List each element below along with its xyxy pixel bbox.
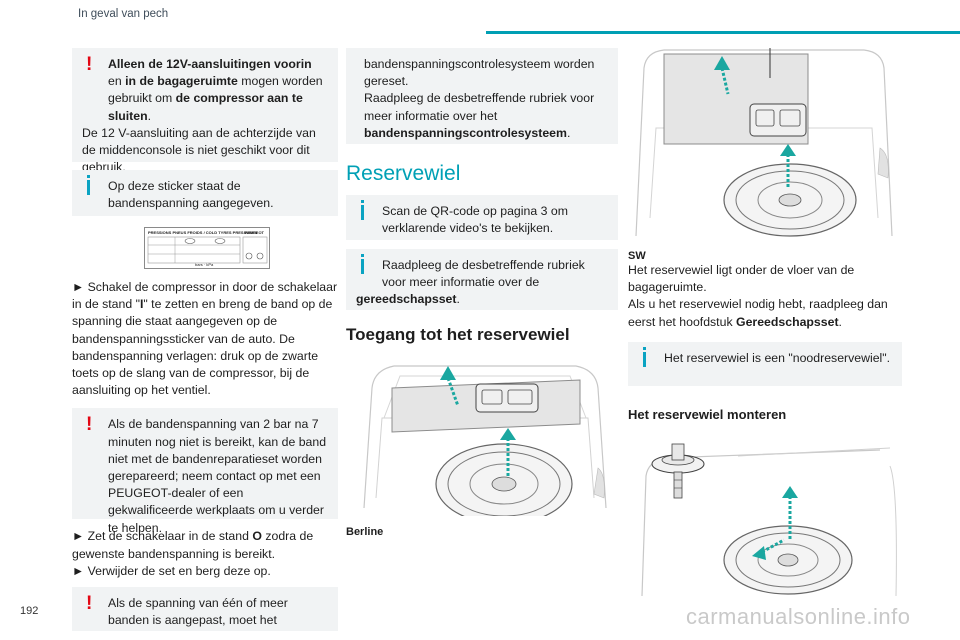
sw-text-1: Het reservewiel ligt onder de vloer van … (628, 263, 855, 295)
warning-box-reset: ! Als de spanning van één of meer banden… (72, 587, 338, 632)
warning-box-12v: ! Alleen de 12V-aansluitingen voorin en … (72, 48, 338, 174)
sticker-drawing (147, 236, 268, 264)
heading-access-spare: Toegang tot het reservewiel (346, 325, 570, 344)
info-icon (361, 200, 364, 220)
warning-icon: ! (86, 414, 93, 436)
info-icon (361, 254, 364, 274)
info-icon (87, 175, 90, 195)
info-box-sticker: Op deze sticker staat de bandenspanning … (72, 170, 338, 216)
info-icon (643, 346, 646, 367)
berline-trunk-illustration (363, 365, 607, 516)
watermark: carmanualsonline.info (686, 604, 911, 629)
page-number: 192 (20, 605, 39, 617)
step-compressor-off: ► Zet de schakelaar in de stand O zodra … (72, 529, 314, 561)
column-1: ! Alleen de 12V-aansluitingen voorin en … (72, 48, 338, 632)
heading-mount-spare: Het reservewiel monteren (628, 406, 787, 422)
info-box-qr: Scan de QR-code op pagina 3 om verklaren… (346, 195, 618, 240)
info-box-tools: Raadpleeg de desbetreffende rubriek voor… (346, 249, 618, 310)
warning-icon: ! (86, 54, 93, 75)
warning-icon: ! (86, 593, 93, 615)
step-store-kit: ► Verwijder de set en berg deze op. (72, 563, 271, 578)
header-accent-bar (486, 0, 960, 34)
mount-spare-illustration (641, 443, 897, 596)
continued-box: bandenspanningscontrolesysteem worden ge… (346, 48, 618, 144)
heading-spare-wheel: Reservewiel (346, 162, 461, 185)
label-sw: SW (628, 250, 646, 262)
tyre-pressure-sticker: PRESSIONS PNEUS FROIDS / COLD TYRES PRES… (144, 227, 270, 269)
info-box-emergency: Het reservewiel is een "noodreservewiel"… (628, 341, 902, 386)
column-3: SW Het reservewiel ligt onder de vloer v… (628, 48, 902, 598)
sw-text-2: Als u het reservewiel nodig hebt, raadpl… (628, 297, 888, 329)
section-title: In geval van pech (78, 8, 169, 20)
warning-box-pressure: ! Als de bandenspanning van 2 bar na 7 m… (72, 408, 338, 535)
caption-berline: Berline (346, 526, 384, 538)
column-2: bandenspanningscontrolesysteem worden ge… (346, 48, 618, 538)
step-compressor-on: ► Schakel de compressor in door de schak… (72, 280, 338, 398)
sw-trunk-illustration (635, 48, 893, 237)
